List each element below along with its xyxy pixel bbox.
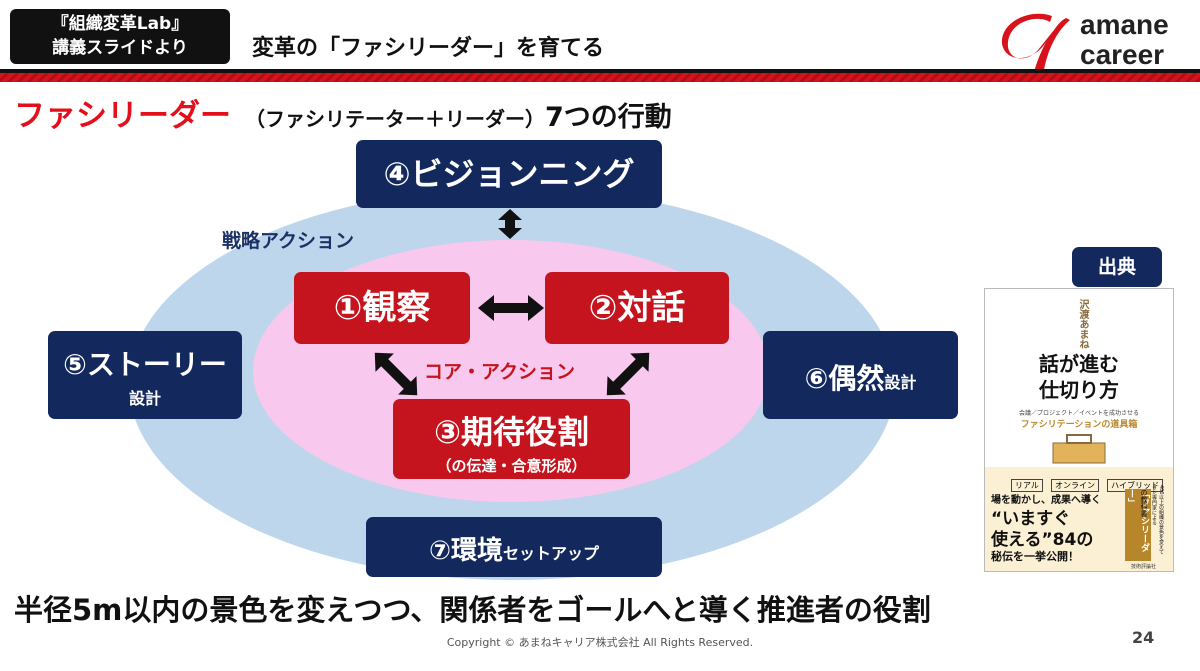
- action-vision: ④ビジョンニング: [356, 140, 662, 208]
- action-story-sub: 設計: [128, 389, 161, 408]
- book-subtitle2: ファシリテーションの道具箱: [1020, 420, 1138, 430]
- action-chance-sub: 設計: [884, 373, 917, 392]
- page-number: 24: [1132, 628, 1155, 647]
- observe-expect-arrow: [374, 352, 418, 396]
- action-env-main: ⑦環境: [428, 536, 503, 566]
- headline-term: ファシリーダー: [14, 98, 231, 134]
- book-copy4: 秘伝を一挙公開！: [991, 550, 1079, 563]
- slide-title: 変革の「ファシリーダー」を育てる: [252, 36, 605, 61]
- header-divider: [0, 69, 1200, 73]
- dialogue-expect-arrow: [606, 352, 650, 396]
- source-tag-line2: 講義スライドより: [52, 38, 188, 58]
- action-env-sub: セットアップ: [503, 544, 600, 563]
- book-side: 「ファシリーダー」: [1125, 489, 1151, 561]
- source-tag-line1: 『組織変革Lab』: [51, 14, 189, 34]
- book-copy3: 使える”84の: [991, 530, 1094, 550]
- book-copy1: 場を動かし、成果へ導く: [991, 495, 1101, 506]
- action-expect-main: ③期待役割: [433, 413, 590, 451]
- tagline: 半径5m以内の景色を変えつつ、関係者をゴールへと導く推進者の役割: [14, 593, 931, 627]
- reference-badge: 出典: [1072, 247, 1162, 287]
- book-subtitle: 会議／プロジェクト／イベントを成功させる: [1018, 410, 1139, 417]
- action-environment: ⑦環境セットアップ: [366, 517, 662, 577]
- observe-dialogue-arrow: [478, 295, 544, 321]
- book-side3: 400以上の組織の景色を変えてきた専門家による: [1151, 485, 1164, 555]
- book-side2: の教科書: [1140, 489, 1148, 517]
- headline-subject: 7つの行動: [545, 102, 672, 133]
- book-title-line2: 仕切り方: [1039, 378, 1119, 402]
- vision-core-arrow: [498, 209, 522, 239]
- action-chance: ⑥偶然設計: [763, 331, 958, 419]
- source-tag: 『組織変革Lab』 講義スライドより: [10, 9, 230, 64]
- book-author: 沢渡あまね: [1077, 299, 1088, 349]
- action-observe: ①観察: [294, 272, 470, 344]
- book-copy2: “いますぐ: [991, 509, 1071, 529]
- book-title-line1: 話が進む: [1039, 352, 1119, 376]
- toolbox-icon: [1052, 434, 1106, 464]
- copyright: Copyright © あまねキャリア株式会社 All Rights Reser…: [446, 636, 754, 649]
- action-story: ⑤ストーリー 設計: [48, 331, 242, 419]
- action-expectation: ③期待役割 （の伝達・合意形成）: [393, 399, 630, 479]
- book-publisher: 技術評論社: [1131, 564, 1157, 570]
- header-stripe: [0, 73, 1200, 82]
- book-tag: リアル: [1011, 479, 1043, 492]
- action-dialogue: ②対話: [545, 272, 729, 344]
- action-story-main: ⑤ストーリー: [63, 348, 227, 381]
- headline: ファシリーダー （ファシリテーター＋リーダー）7つの行動: [14, 90, 672, 135]
- action-expect-sub: （の伝達・合意形成）: [436, 457, 587, 475]
- headline-definition: （ファシリテーター＋リーダー）: [245, 107, 545, 131]
- brand-logo-text: amane career: [1080, 10, 1169, 70]
- action-chance-main: ⑥偶然: [804, 362, 885, 395]
- strategy-action-label: 戦略アクション: [222, 230, 355, 252]
- brand-line2: career: [1080, 39, 1165, 70]
- core-action-label: コア・アクション: [424, 361, 576, 383]
- book-tag: オンライン: [1051, 479, 1100, 492]
- brand-line1: amane: [1080, 9, 1169, 40]
- book-tag: ハイブリッド: [1107, 479, 1163, 492]
- book-cover: 沢渡あまね 話が進む 仕切り方 会議／プロジェクト／イベントを成功させる ファシ…: [984, 288, 1174, 572]
